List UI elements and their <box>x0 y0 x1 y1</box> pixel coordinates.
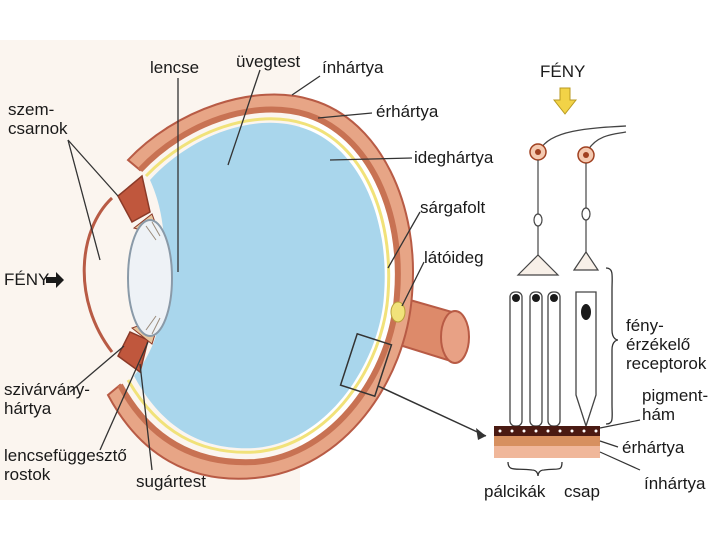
receptor-bracket <box>605 267 619 425</box>
label-rods: pálcikák <box>484 482 546 501</box>
eye-cross-section <box>46 93 487 480</box>
rod-cells <box>509 291 561 427</box>
label-vitreous: üvegtest <box>236 52 301 71</box>
macula <box>390 301 406 323</box>
eye-leader-lines <box>67 69 425 471</box>
label-detail-sclera: ínhártya <box>644 474 706 493</box>
label-optic-nerve: látóideg <box>424 248 484 267</box>
lens <box>127 219 173 337</box>
light-arrow-left <box>46 272 64 288</box>
label-macula: sárgafolt <box>420 198 486 217</box>
cone-cell <box>575 291 597 429</box>
receptor-fans <box>516 250 600 276</box>
label-cones: csap <box>564 482 600 501</box>
rod-nuclei <box>512 294 558 302</box>
label-light-left: FÉNY <box>4 270 50 289</box>
label-choroid: érhártya <box>376 102 439 121</box>
label-lens: lencse <box>150 58 200 77</box>
axon-fibres <box>539 125 627 151</box>
label-eye-chambers: szem- csarnok <box>8 100 68 138</box>
retina-detail <box>494 87 641 477</box>
label-ciliary: sugártest <box>136 472 206 491</box>
bipolar-cells <box>533 207 591 227</box>
retina-inset-box <box>339 332 393 398</box>
label-receptors: fény- érzékelő receptorok <box>626 316 707 373</box>
label-pigment: pigment- hám <box>642 386 709 424</box>
label-light-top: FÉNY <box>540 62 586 81</box>
sclera-layer <box>494 446 600 458</box>
choroid-layer <box>494 436 600 446</box>
label-detail-choroid: érhártya <box>622 438 685 457</box>
zonule-fibres <box>145 221 161 335</box>
label-iris: szivárvány- hártya <box>4 380 90 418</box>
light-arrow-down <box>552 87 578 115</box>
choroid-line <box>117 106 401 466</box>
ganglion-cells <box>529 143 595 164</box>
cornea <box>82 196 114 353</box>
retina-line <box>126 117 391 454</box>
rods-bracket <box>507 461 563 477</box>
label-sclera: ínhártya <box>322 58 384 77</box>
label-zonule: lencsefüggesztő rostok <box>4 446 127 484</box>
iris-upper <box>117 174 151 224</box>
vitreous-body <box>134 122 385 449</box>
label-retina: ideghártya <box>414 148 494 167</box>
